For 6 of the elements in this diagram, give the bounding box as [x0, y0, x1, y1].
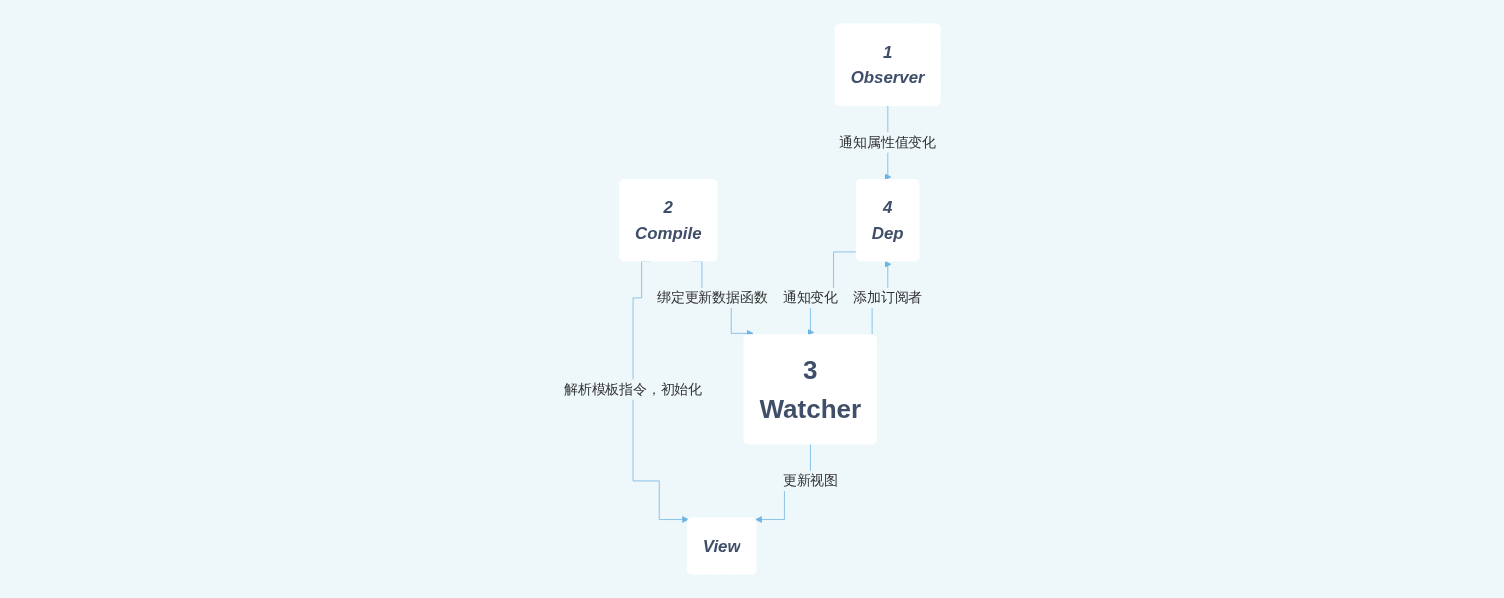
edge-label: 通知属性值变化	[839, 134, 936, 150]
edge-label: 更新视图	[782, 472, 838, 489]
edge-label: 通知变化	[782, 289, 838, 306]
edge-label: 绑定更新数据函数	[657, 289, 768, 306]
edge-label: 解析模板指令，初始化	[564, 381, 702, 397]
edge-label: 添加订阅者	[853, 289, 923, 306]
